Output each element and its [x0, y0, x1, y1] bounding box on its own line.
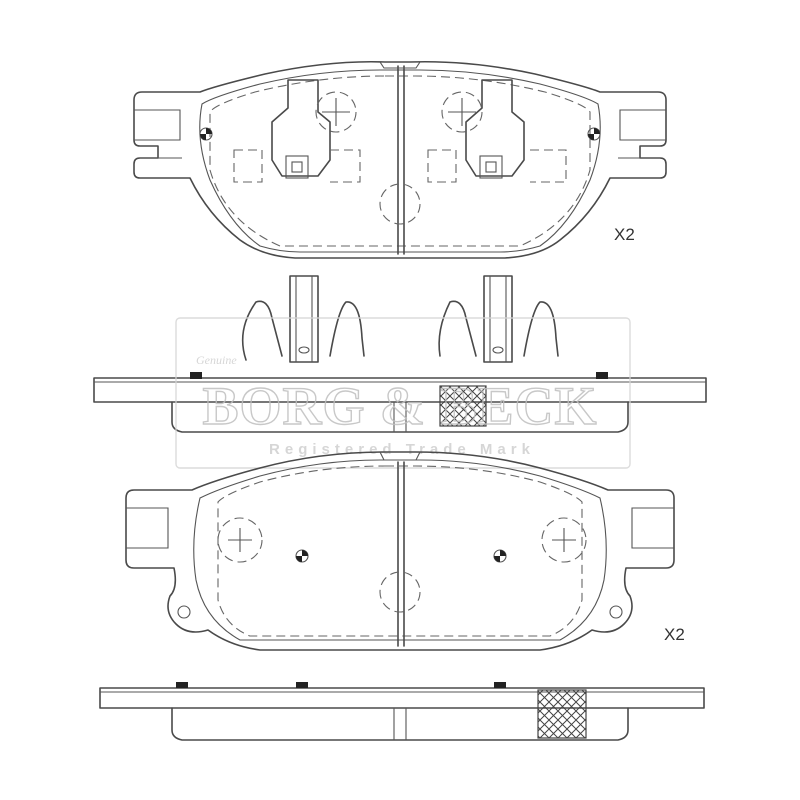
watermark-script: Genuine [196, 353, 237, 367]
watermark-subtitle: Registered Trade Mark [269, 441, 535, 458]
bottom-pad-backing-plate [125, 451, 675, 651]
bottom-pad-quantity-label: X2 [664, 625, 685, 644]
top-pad-side-view [93, 275, 707, 433]
bottom-pad-front-view [125, 451, 675, 651]
bottom-pad-side-view [99, 682, 705, 741]
top-pad-backing-plate [133, 60, 667, 259]
top-pad-quantity-label: X2 [614, 225, 635, 244]
top-pad-front-view [133, 60, 667, 259]
brand-watermark: Genuine BORG & BECK Registered Trade Mar… [175, 317, 631, 469]
watermark-brand: BORG & BECK [202, 376, 597, 436]
